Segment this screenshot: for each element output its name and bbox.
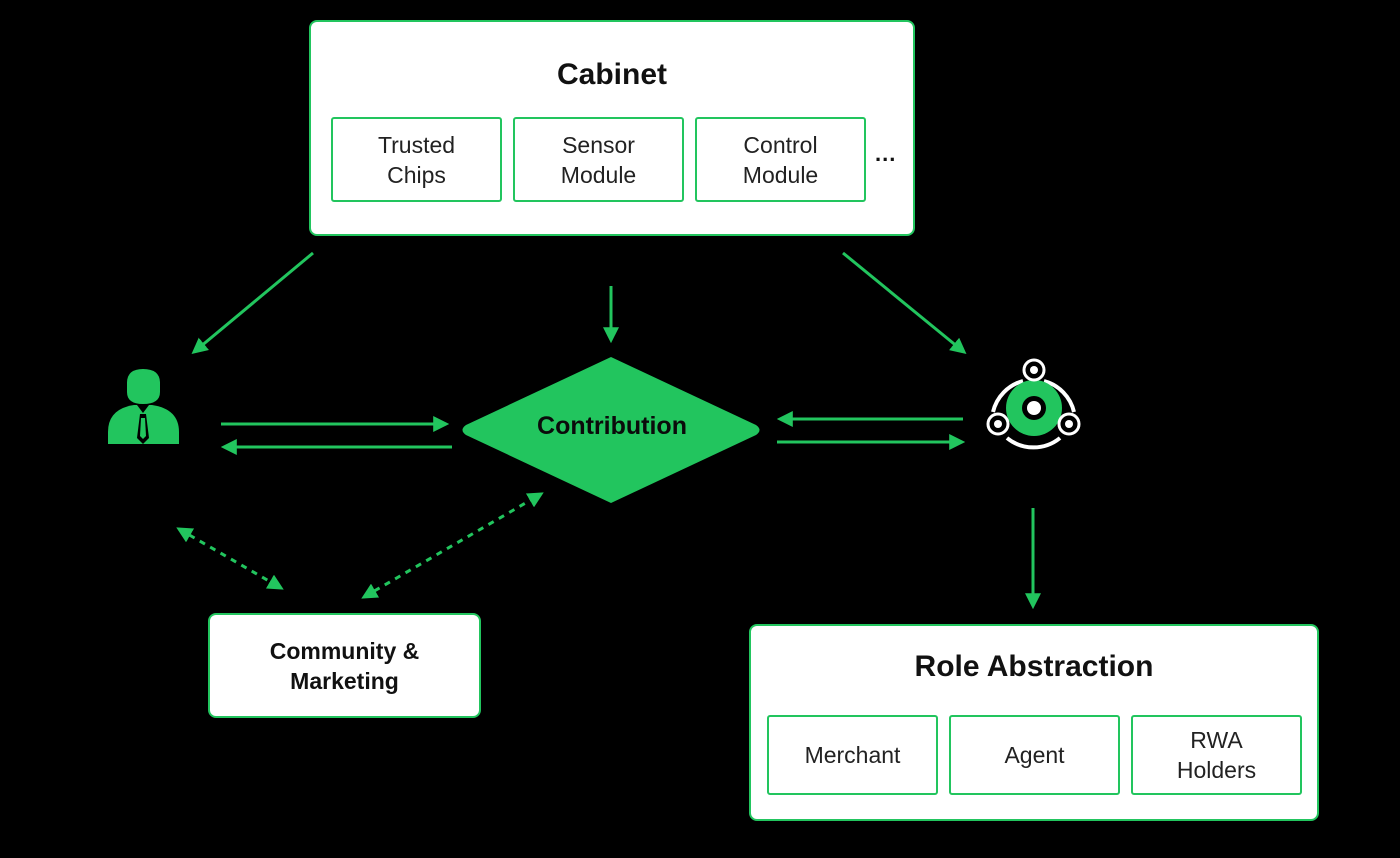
module-control: Control Module bbox=[695, 117, 866, 202]
network-node-icon bbox=[986, 358, 1081, 450]
contribution-diamond bbox=[462, 357, 760, 503]
role-abstraction-box: Role Abstraction Merchant Agent RWA Hold… bbox=[749, 624, 1319, 821]
role-rwa-holders: RWA Holders bbox=[1131, 715, 1302, 795]
arrow-cabinet-to-user bbox=[191, 251, 314, 355]
dotted-arrow-community-contribution bbox=[361, 492, 544, 599]
dotted-arrow-user-community bbox=[176, 527, 284, 590]
module-trusted-chips: Trusted Chips bbox=[331, 117, 502, 202]
community-label: Community & Marketing bbox=[269, 637, 420, 694]
role-merchant: Merchant bbox=[767, 715, 938, 795]
contribution-label: Contribution bbox=[537, 412, 687, 440]
arrow-cabinet-to-network bbox=[842, 251, 967, 355]
role-abstraction-title: Role Abstraction bbox=[914, 650, 1154, 683]
role-agent: Agent bbox=[949, 715, 1120, 795]
more-modules-ellipsis: ... bbox=[875, 141, 897, 166]
cabinet-box: Cabinet Trusted Chips Sensor Module Cont… bbox=[309, 20, 915, 236]
cabinet-title: Cabinet bbox=[556, 58, 667, 91]
user-with-tie-icon bbox=[108, 369, 179, 444]
module-sensor: Sensor Module bbox=[513, 117, 684, 202]
community-marketing-box: Community & Marketing bbox=[208, 613, 481, 718]
